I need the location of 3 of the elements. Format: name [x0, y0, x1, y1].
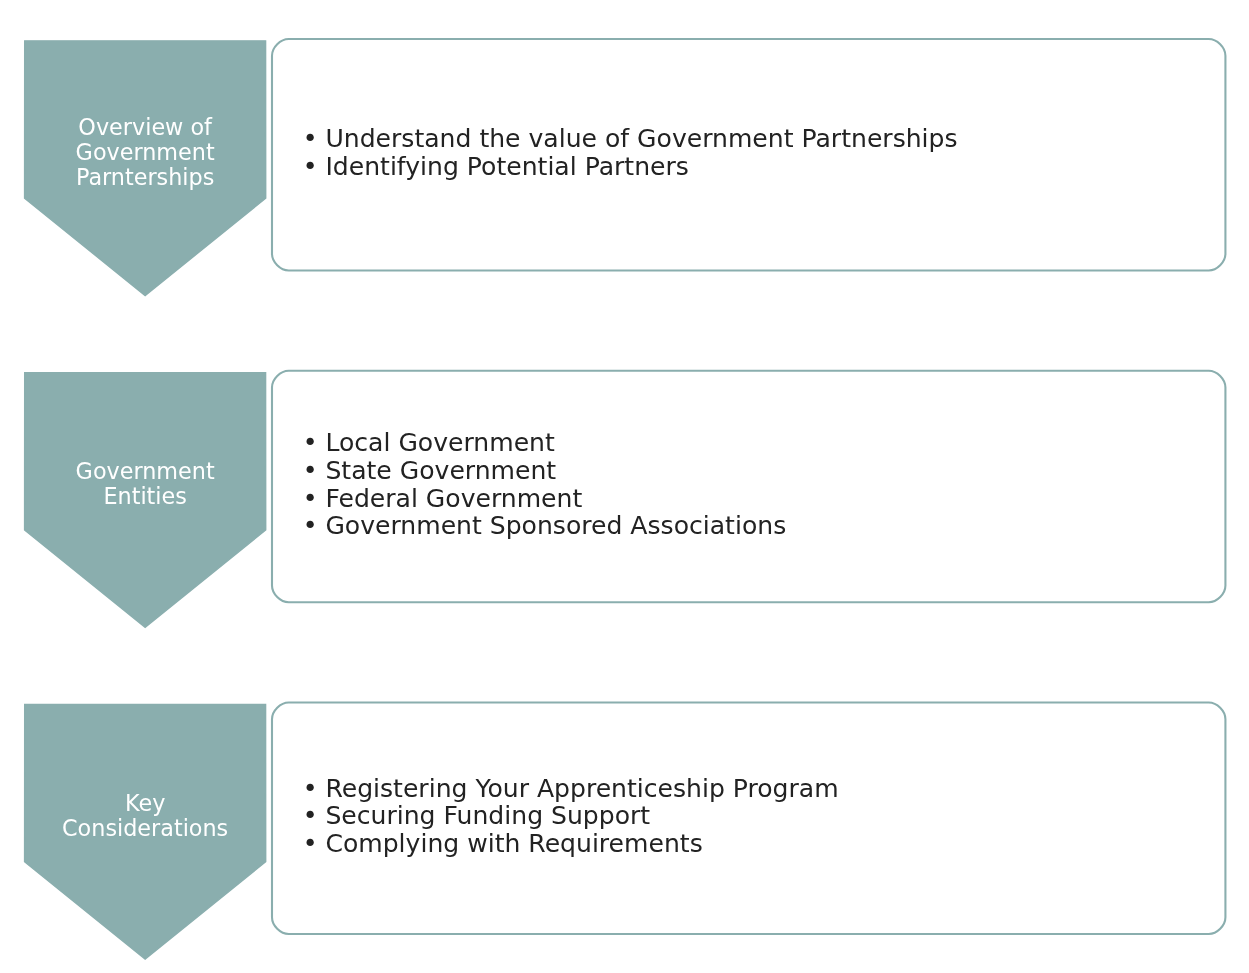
node-box: • Understand the value of Government Partnerships • Identifying Potential Partners	[270, 38, 1226, 272]
node-box: • Registering Your Apprenticeship Program • Securing Funding Support • Complying with Requirements	[270, 701, 1226, 935]
node-box: • Local Government • State Government • Federal Government • Government Sponsored Associations	[270, 369, 1226, 604]
